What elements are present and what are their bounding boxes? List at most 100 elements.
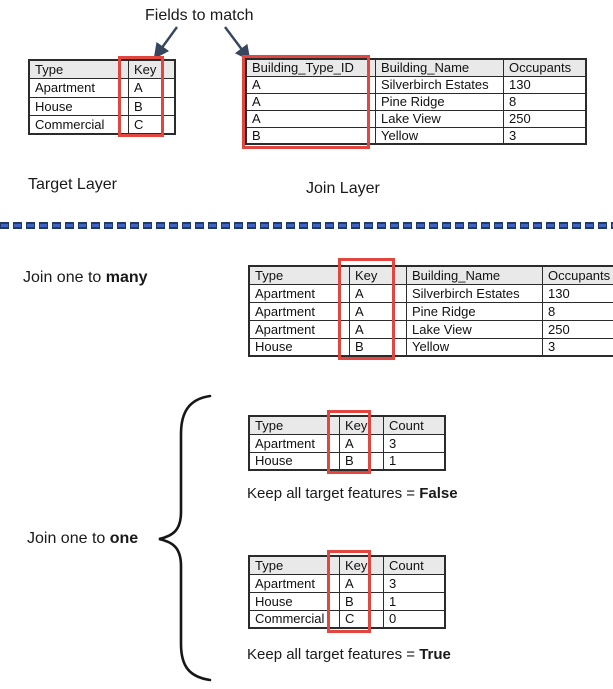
table-cell: 3	[383, 573, 446, 593]
table-cell: A	[349, 319, 407, 339]
table-cell: C	[339, 609, 384, 629]
table-cell: 1	[383, 591, 446, 611]
table-cell: B	[349, 337, 407, 357]
table-cell: A	[245, 109, 376, 128]
table-cell: Commercial	[28, 115, 129, 135]
table-cell: House	[248, 451, 340, 471]
column-header: Key	[339, 415, 384, 435]
column-header: Key	[339, 555, 384, 575]
table-cell: B	[339, 451, 384, 471]
table-cell: Lake View	[406, 319, 543, 339]
column-header: Key	[349, 265, 407, 285]
table-cell: House	[248, 591, 340, 611]
table-cell: Pine Ridge	[375, 92, 504, 111]
table-cell: 130	[503, 75, 587, 94]
table-cell: B	[339, 591, 384, 611]
table-cell: Apartment	[28, 78, 129, 98]
table-cell: 3	[383, 433, 446, 453]
table-cell: Silverbirch Estates	[406, 283, 543, 303]
table-cell: Apartment	[248, 573, 340, 593]
table-cell: House	[28, 96, 129, 116]
join-one-to-one-label: Join one to one	[27, 530, 139, 547]
column-header: Building_Name	[375, 58, 504, 77]
table-cell: 250	[542, 319, 613, 339]
keep-true-caption: Keep all target features = True	[247, 646, 451, 663]
table-cell: 130	[542, 283, 613, 303]
table-cell: A	[349, 283, 407, 303]
table-cell: 8	[542, 301, 613, 321]
table-cell: Lake View	[375, 109, 504, 128]
column-header: Type	[248, 415, 340, 435]
table-cell: B	[128, 96, 176, 116]
table-cell: 250	[503, 109, 587, 128]
table-cell: 3	[503, 126, 587, 145]
table-cell: A	[349, 301, 407, 321]
table-cell: A	[339, 573, 384, 593]
section-divider	[0, 222, 613, 229]
table-cell: Apartment	[248, 433, 340, 453]
target-layer-label: Target Layer	[28, 176, 117, 193]
column-header: Type	[28, 59, 129, 79]
table-cell: 3	[542, 337, 613, 357]
column-header: Building_Type_ID	[245, 58, 376, 77]
column-header: Key	[128, 59, 176, 79]
arrow-down-left-icon	[153, 26, 178, 60]
table-cell: Commercial	[248, 609, 340, 629]
column-header: Type	[248, 555, 340, 575]
table-cell: 0	[383, 609, 446, 629]
table-cell: C	[128, 115, 176, 135]
column-header: Occupants	[542, 265, 613, 285]
table-cell: Pine Ridge	[406, 301, 543, 321]
column-header: Building_Name	[406, 265, 543, 285]
join-layer-label: Join Layer	[306, 180, 380, 197]
table-cell: 8	[503, 92, 587, 111]
table-cell: B	[245, 126, 376, 145]
table-cell: A	[245, 75, 376, 94]
curly-brace-icon	[158, 394, 212, 682]
column-header: Occupants	[503, 58, 587, 77]
table-cell: Silverbirch Estates	[375, 75, 504, 94]
keep-false-caption: Keep all target features = False	[247, 485, 458, 502]
table-cell: House	[248, 337, 350, 357]
column-header: Count	[383, 415, 446, 435]
arrow-down-right-icon	[224, 26, 251, 61]
table-cell: Yellow	[375, 126, 504, 145]
fields-to-match-title: Fields to match	[145, 7, 254, 24]
table-cell: Apartment	[248, 319, 350, 339]
table-cell: Apartment	[248, 283, 350, 303]
column-header: Type	[248, 265, 350, 285]
table-cell: A	[245, 92, 376, 111]
column-header: Count	[383, 555, 446, 575]
table-cell: 1	[383, 451, 446, 471]
table-cell: Apartment	[248, 301, 350, 321]
table-cell: A	[339, 433, 384, 453]
join-one-to-many-label: Join one to many	[23, 269, 148, 286]
